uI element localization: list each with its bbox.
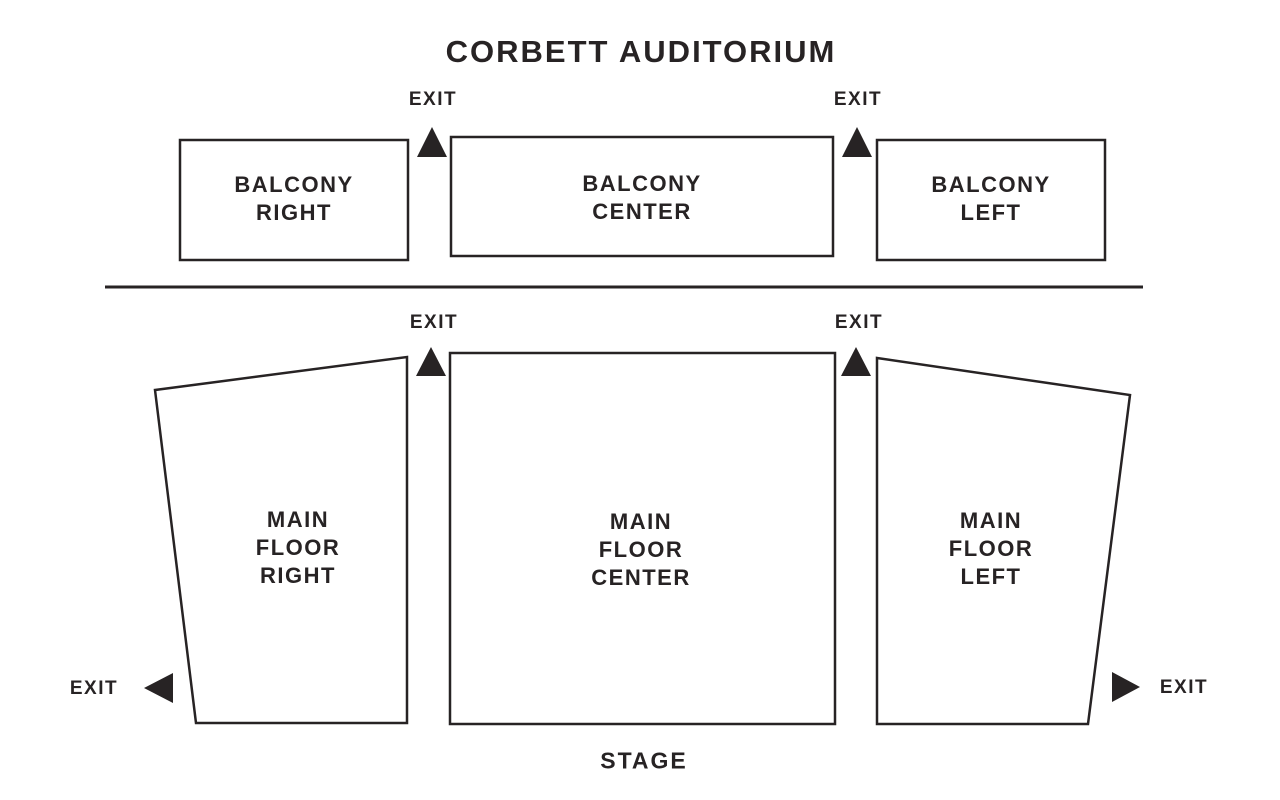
exit-label-balcony-left-aisle: EXIT: [408, 89, 458, 110]
exit-arrow-up-icon: [841, 347, 871, 376]
exit-label-house-left: EXIT: [1159, 677, 1209, 698]
exit-arrow-up-icon: [842, 127, 872, 157]
label-line: CENTER: [591, 565, 691, 590]
label-line: MAIN: [959, 508, 1023, 533]
exit-arrow-up-icon: [417, 127, 447, 157]
balcony-right-outline: [178, 138, 410, 262]
exit-label-balcony-right-aisle: EXIT: [833, 89, 883, 110]
main-floor-right-label: MAIN FLOOR RIGHT: [256, 506, 341, 590]
exit-arrow-up-icon: [416, 347, 446, 376]
label-line: RIGHT: [256, 200, 332, 225]
balcony-right-label: BALCONY RIGHT: [234, 171, 353, 227]
exit-arrow-right-icon: [1112, 672, 1140, 702]
label-line: BALCONY: [582, 171, 702, 196]
label-line: RIGHT: [260, 563, 336, 588]
label-line: BALCONY: [234, 172, 354, 197]
exit-arrow-left-icon: [144, 673, 173, 703]
label-line: FLOOR: [255, 535, 341, 560]
main-floor-left-label: MAIN FLOOR LEFT: [949, 507, 1034, 591]
label-line: FLOOR: [948, 536, 1034, 561]
main-floor-left-outline: [875, 356, 1132, 726]
main-floor-center-label: MAIN FLOOR CENTER: [591, 508, 690, 592]
label-line: LEFT: [960, 564, 1022, 589]
label-line: LEFT: [960, 200, 1022, 225]
exit-label-house-right: EXIT: [69, 678, 119, 699]
label-line: MAIN: [266, 507, 330, 532]
exit-label-mainfloor-right-aisle: EXIT: [834, 312, 884, 333]
label-line: MAIN: [609, 509, 673, 534]
label-line: BALCONY: [931, 172, 1051, 197]
balcony-center-label: BALCONY CENTER: [582, 170, 701, 226]
balcony-left-outline: [875, 138, 1107, 262]
stage-label: STAGE: [600, 747, 688, 774]
balcony-center-outline: [449, 135, 835, 258]
label-line: CENTER: [592, 199, 692, 224]
label-line: FLOOR: [598, 537, 684, 562]
exit-label-mainfloor-left-aisle: EXIT: [409, 312, 459, 333]
balcony-left-label: BALCONY LEFT: [931, 171, 1050, 227]
page-title: CORBETT AUDITORIUM: [445, 34, 837, 69]
main-floor-right-outline: [153, 355, 409, 725]
main-floor-center-outline: [448, 351, 837, 726]
